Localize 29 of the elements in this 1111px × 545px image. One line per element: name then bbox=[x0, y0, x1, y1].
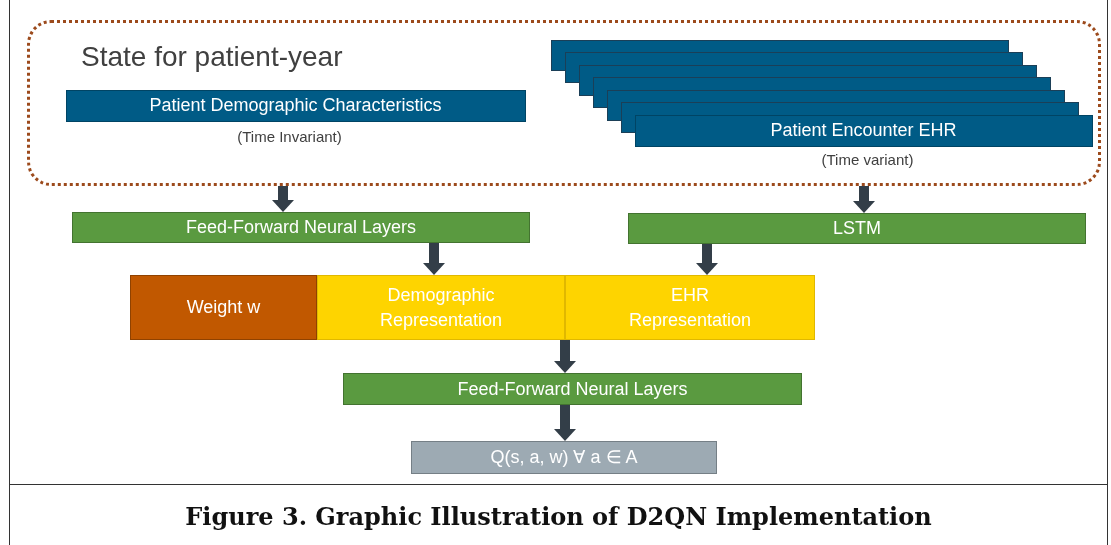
arrow bbox=[423, 243, 445, 275]
box-label: Weight w bbox=[186, 296, 261, 320]
layer-box bbox=[628, 213, 1086, 244]
arrow bbox=[272, 186, 294, 212]
layer-box bbox=[65, 89, 526, 122]
box-label: Demographic Representation bbox=[378, 284, 504, 332]
state-container bbox=[27, 20, 1101, 186]
box-label: Feed-Forward Neural Layers bbox=[457, 377, 688, 401]
arrow bbox=[696, 244, 718, 275]
layer-box bbox=[343, 373, 802, 405]
layer-box bbox=[634, 114, 1093, 147]
box-label: LSTM bbox=[833, 217, 881, 241]
box-label: Feed-Forward Neural Layers bbox=[185, 216, 417, 240]
layer-box bbox=[130, 275, 317, 340]
figure-caption: Figure 3. Graphic Illustration of D2QN Implementation bbox=[184, 502, 933, 531]
box-label: Patient Encounter EHR bbox=[770, 119, 957, 143]
title-text: State for patient-year bbox=[81, 41, 343, 73]
arrow bbox=[853, 186, 875, 213]
layer-box bbox=[72, 212, 530, 243]
box-label: Patient Demographic Characteristics bbox=[149, 94, 442, 118]
note-text: (Time Invariant) bbox=[237, 127, 342, 145]
layer-box bbox=[317, 275, 565, 340]
layer-box bbox=[411, 441, 717, 474]
layer-box bbox=[565, 275, 815, 340]
arrow bbox=[554, 405, 576, 441]
arrow bbox=[554, 340, 576, 373]
box-label: EHR Representation bbox=[627, 284, 753, 332]
box-label: Q(s, a, w) ∀ a ∈ A bbox=[490, 446, 638, 470]
note-text: (Time variant) bbox=[821, 150, 914, 168]
